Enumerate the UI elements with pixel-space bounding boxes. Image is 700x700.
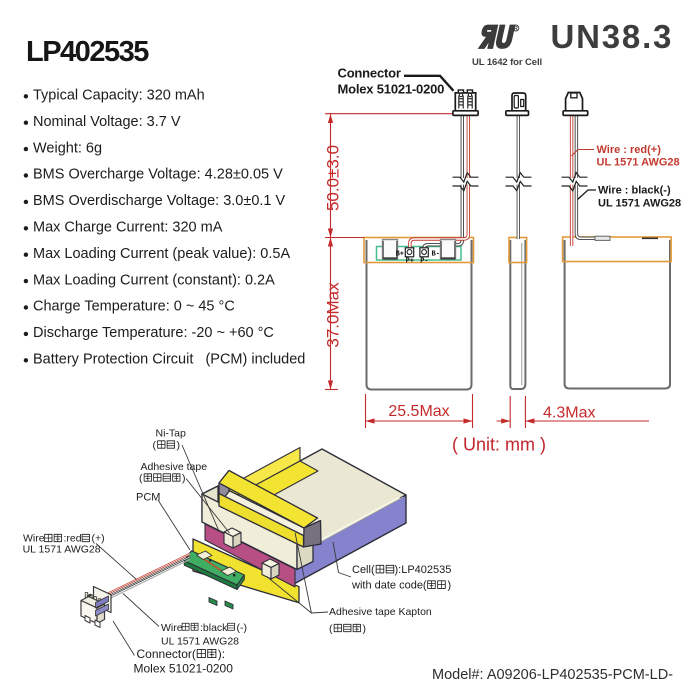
svg-text:Max Loading Current (constant): Max Loading Current (constant): 0.2A	[33, 272, 275, 288]
svg-text:): )	[448, 580, 452, 592]
svg-text:(+): (+)	[92, 533, 105, 545]
svg-text:Wire: Wire	[23, 533, 45, 545]
svg-text:37.0Max: 37.0Max	[324, 282, 343, 348]
svg-text:Weight: 6g: Weight: 6g	[33, 140, 102, 156]
svg-text:(: (	[329, 623, 333, 635]
svg-text::red: :red	[64, 533, 82, 545]
svg-text:UL 1571 AWG28: UL 1571 AWG28	[597, 157, 680, 169]
svg-text:P+: P+	[406, 257, 414, 265]
svg-text:): )	[363, 623, 367, 635]
svg-text:Wire : red(+): Wire : red(+)	[597, 144, 662, 156]
svg-text:R: R	[514, 26, 518, 32]
svg-text:Cell(: Cell(	[352, 564, 375, 576]
svg-text:(: (	[139, 473, 143, 485]
svg-text:P-: P-	[420, 257, 428, 265]
svg-text:Ni-Tap: Ni-Tap	[156, 428, 187, 440]
svg-text:(: (	[153, 440, 157, 452]
svg-text:Molex 51021-0200: Molex 51021-0200	[338, 82, 445, 97]
svg-text:):LP402535: ):LP402535	[395, 564, 452, 576]
svg-text:Adhesive tape Kapton: Adhesive tape Kapton	[329, 606, 432, 618]
svg-text:Max Charge Current: 320 mA: Max Charge Current: 320 mA	[33, 220, 223, 236]
svg-text:UL 1571 AWG28: UL 1571 AWG28	[161, 636, 239, 648]
svg-text:(-): (-)	[237, 622, 248, 634]
svg-text:BMS Overdischarge Voltage: 3.0: BMS Overdischarge Voltage: 3.0±0.1 V	[33, 193, 286, 209]
svg-text:50.0±3.0: 50.0±3.0	[324, 145, 343, 211]
svg-text:Wire : black(-): Wire : black(-)	[598, 185, 671, 197]
svg-text:Adhesive tape: Adhesive tape	[141, 461, 208, 473]
svg-text:Battery Protection Circuit (: Battery Protection Circuit (PCM) include…	[33, 352, 305, 368]
svg-text:Max Loading Current (peak valu: Max Loading Current (peak value): 0.5A	[33, 246, 290, 262]
svg-text:BMS Overcharge Voltage: 4.28±0: BMS Overcharge Voltage: 4.28±0.05 V	[33, 167, 283, 183]
svg-text:Connector(: Connector(	[137, 647, 196, 661]
svg-text:UL 1571 AWG28: UL 1571 AWG28	[598, 198, 681, 210]
svg-text:UL 1642 for Cell: UL 1642 for Cell	[472, 57, 542, 68]
svg-text:Discharge Temperature: -20 ~ +: Discharge Temperature: -20 ~ +60 °C	[33, 325, 274, 341]
svg-text:Molex 51021-0200: Molex 51021-0200	[134, 662, 234, 676]
svg-text:Connector: Connector	[338, 66, 401, 81]
svg-text:): )	[182, 473, 186, 485]
svg-text:with date code(: with date code(	[351, 580, 427, 592]
svg-text:LP402535: LP402535	[26, 36, 149, 68]
svg-text:Typical Capacity: 320 mAh: Typical Capacity: 320 mAh	[33, 88, 205, 104]
svg-text:4.3Max: 4.3Max	[543, 405, 595, 422]
svg-text:( Unit: mm ): ( Unit: mm )	[452, 435, 546, 455]
svg-text:Wire: Wire	[161, 622, 183, 634]
svg-text:B+: B+	[396, 251, 404, 259]
svg-text:Charge Temperature: 0 ~ 45 °C: Charge Temperature: 0 ~ 45 °C	[33, 299, 235, 315]
svg-text:B-: B-	[432, 251, 440, 259]
svg-text:):: ):	[218, 647, 225, 661]
svg-text:): )	[177, 440, 181, 452]
svg-text:UN38.3: UN38.3	[551, 18, 674, 55]
svg-text:PCM: PCM	[136, 492, 160, 504]
svg-text::black: :black	[200, 622, 228, 634]
svg-text:Model#: A09206-LP402535-PCM-LD: Model#: A09206-LP402535-PCM-LD-	[432, 667, 673, 683]
svg-text:25.5Max: 25.5Max	[388, 403, 449, 420]
svg-text:UL 1571 AWG28: UL 1571 AWG28	[23, 544, 101, 556]
svg-text:Nominal Voltage: 3.7 V: Nominal Voltage: 3.7 V	[33, 114, 181, 130]
